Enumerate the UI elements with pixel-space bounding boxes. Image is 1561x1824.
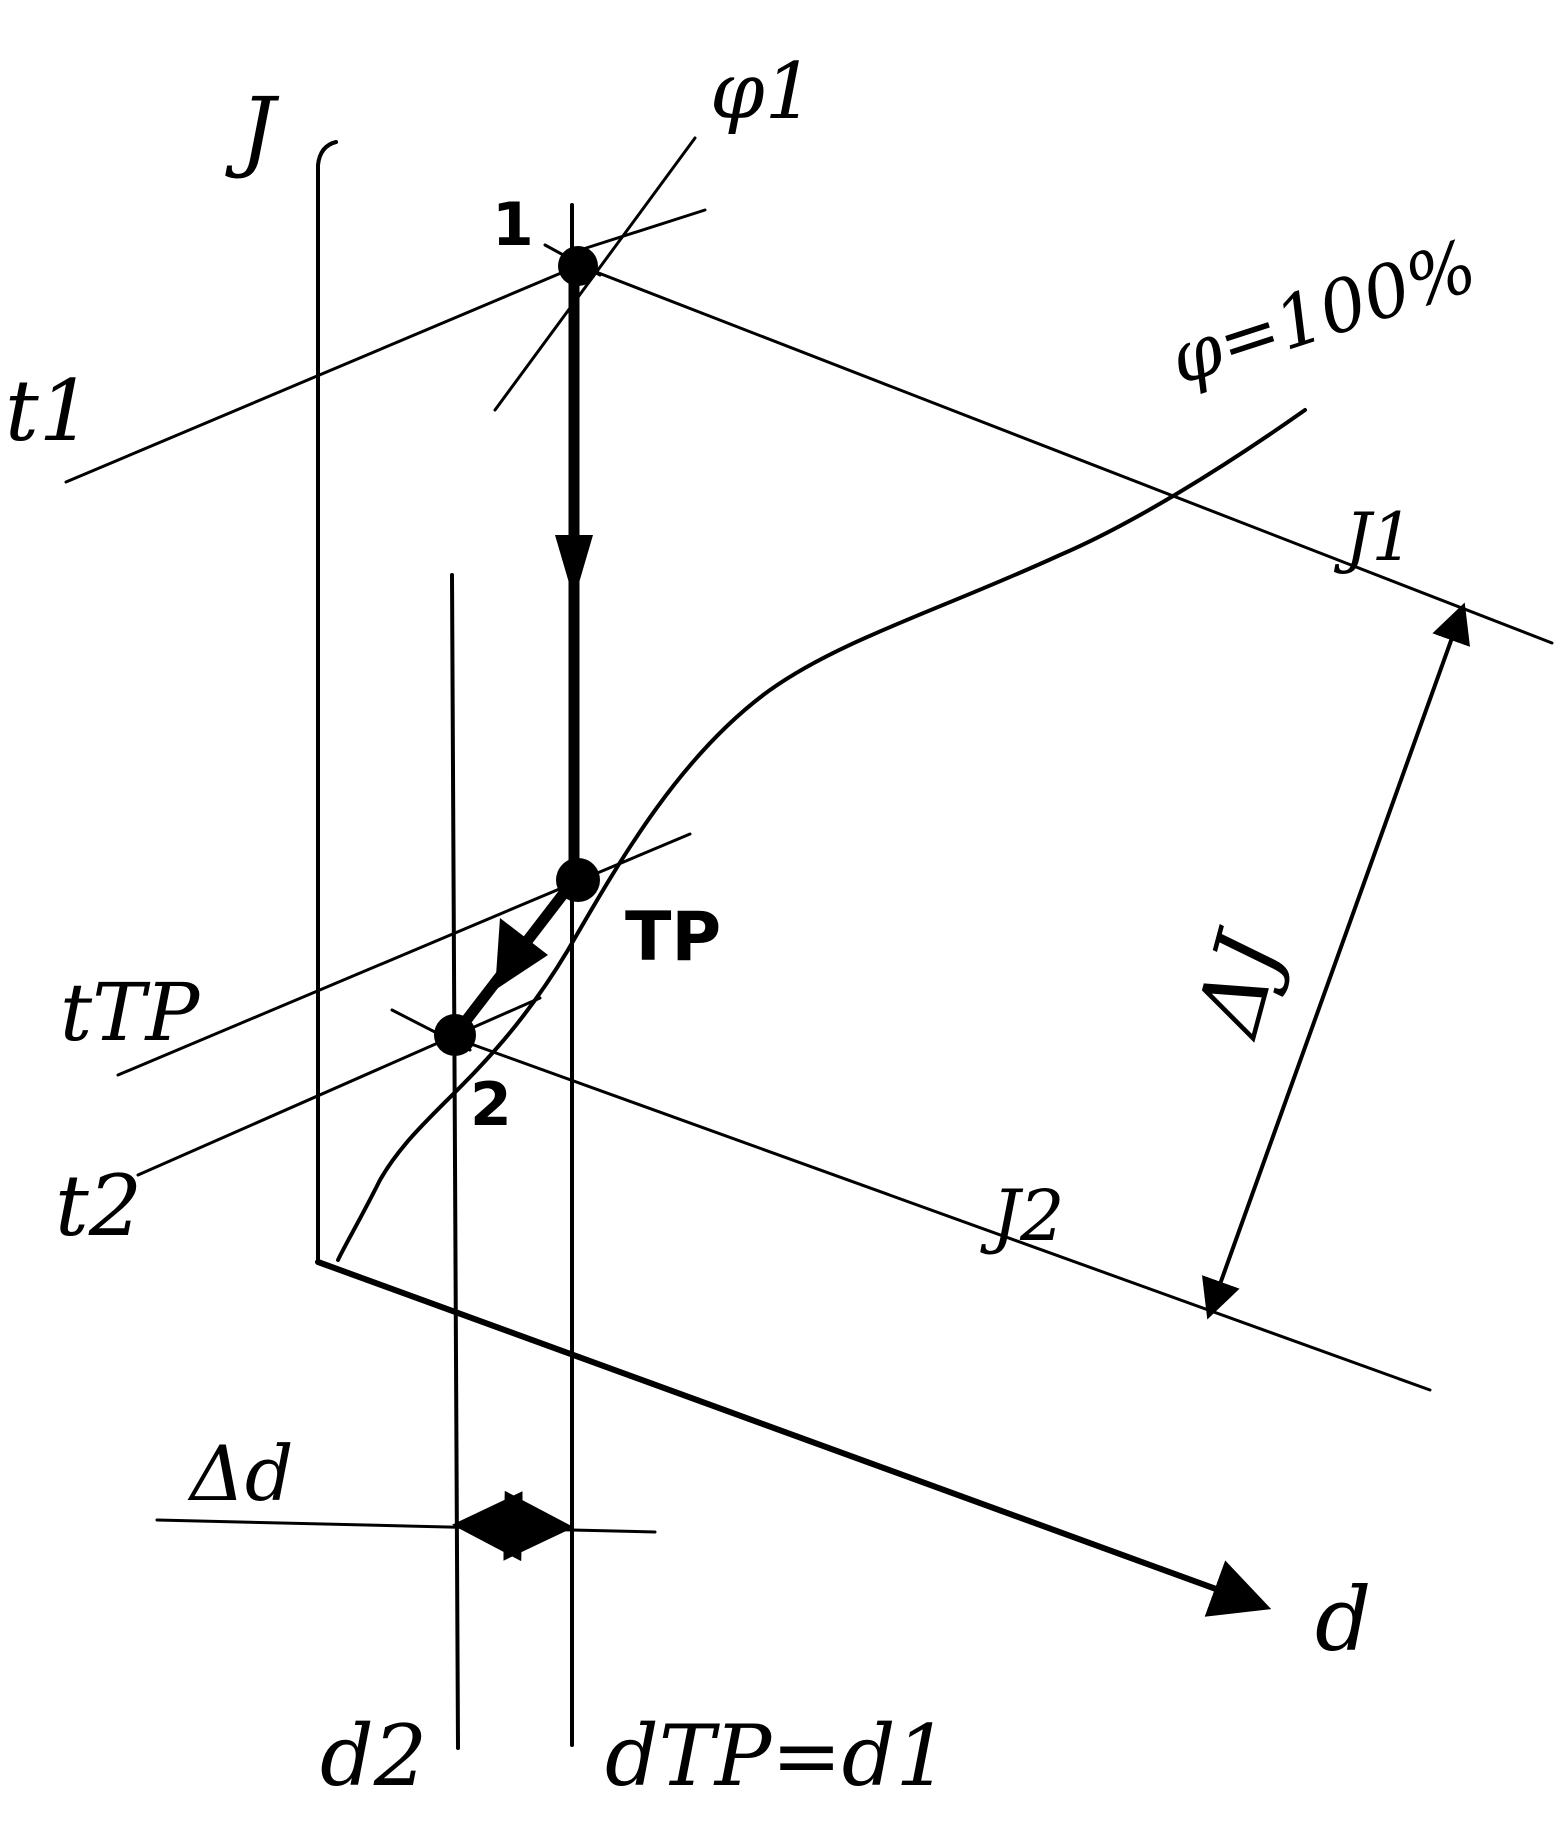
- point-2-label: 2: [470, 1070, 512, 1140]
- saturation-curve: [336, 408, 1307, 1262]
- isotherm-t1: [64, 263, 582, 484]
- enthalpy-axis: [316, 140, 338, 1264]
- delta-i-dimension: [1201, 602, 1471, 1320]
- phi100-label: φ=100%: [1159, 223, 1486, 401]
- point-tp-dot: [556, 858, 600, 902]
- d2-line: [450, 573, 460, 1750]
- isenthalp-i1: [576, 263, 1554, 645]
- i2-label: J2: [980, 1175, 1065, 1257]
- isenthalp-i2: [458, 1038, 1432, 1392]
- d2-label: d2: [320, 1707, 427, 1805]
- phi1-label: φ1: [710, 47, 814, 137]
- point-1-tick-a: [578, 208, 707, 252]
- delta-i-label: ΔJ: [1175, 919, 1302, 1049]
- i1-label: J1: [1333, 499, 1413, 576]
- dtp-eq-d1-label: dTP=d1: [605, 1707, 949, 1805]
- point-1-dot: [558, 246, 598, 286]
- process-arrow-diag: [495, 918, 548, 990]
- moisture-axis: [315, 1259, 1272, 1617]
- t2-label: t2: [55, 1157, 142, 1255]
- point-1-label: 1: [492, 190, 534, 260]
- t-tp-label: tTP: [60, 966, 201, 1059]
- isotherm-ttp: [116, 832, 692, 1077]
- delta-d-line: [155, 1518, 657, 1534]
- point-1-tick-b: [543, 243, 602, 277]
- t1-label: t1: [5, 362, 92, 460]
- point-2-dot: [434, 1014, 476, 1056]
- process-arrow-down: [555, 535, 593, 600]
- axis-i-label: J: [225, 78, 280, 181]
- axis-d-label: d: [1315, 1568, 1371, 1671]
- delta-d-label: Δd: [187, 1429, 294, 1518]
- point-tp-label: TP: [625, 898, 721, 977]
- delta-d-dimension: [452, 1490, 574, 1562]
- point-2-tick: [390, 1008, 472, 1052]
